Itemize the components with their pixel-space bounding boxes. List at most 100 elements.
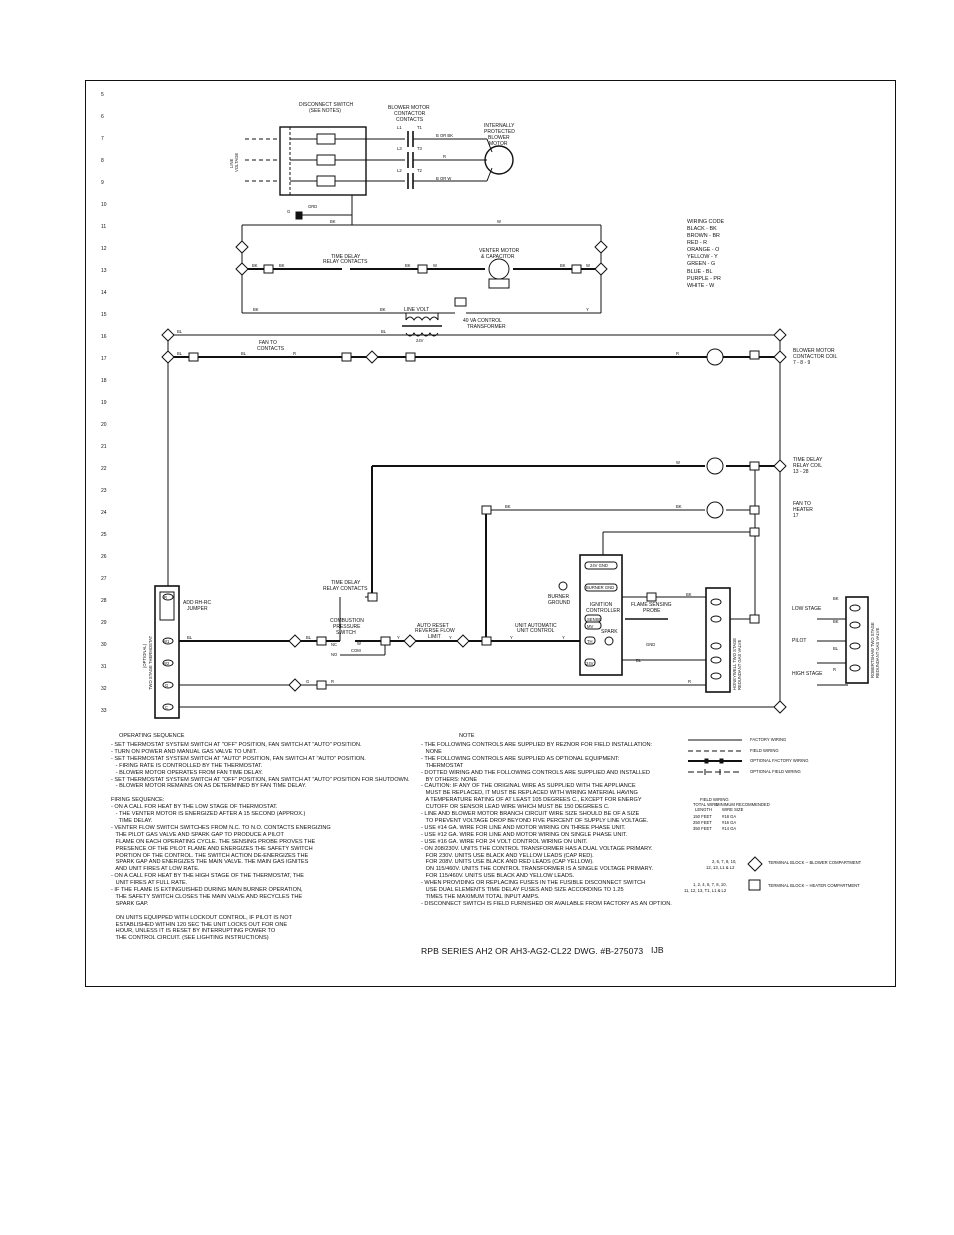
notes: - THE FOLLOWING CONTROLS ARE SUPPLIED BY… bbox=[421, 742, 672, 907]
drafter-initials: IJB bbox=[651, 945, 664, 955]
label-w: W bbox=[676, 460, 680, 465]
label-bk: BK bbox=[405, 263, 411, 268]
label-b-or-w: B OR W bbox=[436, 176, 451, 181]
terminal-diamonds-top bbox=[235, 240, 608, 276]
label-bk: BK bbox=[380, 307, 386, 312]
label-bl: BL bbox=[177, 351, 183, 356]
legend-text: 350 FEET bbox=[693, 826, 712, 831]
label-internally-protected3: BLOWER bbox=[488, 135, 510, 141]
legend-text: MINIMUM RECOMMENDED bbox=[716, 802, 770, 807]
label-bk: BK bbox=[560, 263, 566, 268]
label-transformer2: TRANSFORMER bbox=[467, 324, 506, 330]
label-nc: NC bbox=[331, 642, 337, 647]
label-term-th: TH bbox=[587, 639, 593, 644]
wiring-code-item: BLUE - BL bbox=[687, 268, 713, 275]
label-time-delay-relay-coil: TIME DELAY bbox=[793, 457, 823, 463]
label-venter-motor: VENTER MOTOR bbox=[479, 248, 520, 254]
label-combustion-pressure-switch2: PRESSURE bbox=[333, 624, 361, 630]
label-low-stage: LOW STAGE bbox=[792, 606, 822, 612]
label-time-delay-relay-contacts2: RELAY CONTACTS bbox=[323, 586, 368, 592]
legend-lines bbox=[688, 739, 763, 891]
label-fan-to-heater2: HEATER bbox=[793, 507, 813, 513]
label-auto-reset2: REVERSE FLOW bbox=[415, 628, 455, 634]
line-volt-circuit bbox=[241, 224, 602, 337]
drawing-border bbox=[85, 80, 896, 987]
label-t1: T1 bbox=[417, 125, 423, 130]
honeywell-valve-label: HONEYWELL TWO STAGE bbox=[732, 638, 737, 690]
label-blower-motor-coil2: CONTACTOR COIL bbox=[793, 354, 837, 360]
legend-text: 250 FEET bbox=[693, 820, 712, 825]
line-number: 9 bbox=[101, 180, 104, 186]
label-r: R bbox=[688, 679, 691, 684]
wiring-code-item: BROWN - BR bbox=[687, 233, 720, 240]
line-voltage-label: VOLTAGE bbox=[234, 153, 239, 172]
thermostat bbox=[154, 585, 180, 719]
label-blower-motor-coil3: 7 - 8 - 9 bbox=[793, 360, 810, 366]
line-number: 27 bbox=[101, 576, 107, 582]
label-line-volt: LINE VOLT bbox=[404, 307, 429, 313]
wiring-code-item: RED - R bbox=[687, 240, 708, 247]
label-combustion-pressure-switch: COMBUSTION bbox=[330, 618, 364, 624]
label-fan-to-heater3: 17 bbox=[793, 513, 799, 519]
label-grd: GRD bbox=[308, 204, 317, 209]
line-number: 18 bbox=[101, 378, 107, 384]
robertshaw-valve-label: REDUNDANT GAS VALVE bbox=[875, 628, 880, 678]
label-flame-sensing: FLAME SENSING bbox=[631, 602, 672, 608]
line-number: 17 bbox=[101, 356, 107, 362]
label-term-24v: 24V bbox=[586, 661, 594, 666]
label-term-24v-gnd: 24V GND bbox=[590, 563, 608, 568]
line-number: 10 bbox=[101, 202, 107, 208]
label-g: G bbox=[287, 209, 290, 214]
line-number: 23 bbox=[101, 488, 107, 494]
label-bk: BK bbox=[330, 219, 336, 224]
label-y: Y bbox=[510, 635, 513, 640]
label-venter-motor2: & CAPACITOR bbox=[481, 254, 515, 260]
label-bl: BL bbox=[381, 329, 387, 334]
honeywell-valve-label: REDUNDANT GAS VALVE bbox=[737, 640, 742, 690]
label-l1: L1 bbox=[397, 125, 402, 130]
line-number: 5 bbox=[101, 92, 104, 98]
label-w: W bbox=[357, 641, 361, 646]
label-v24: 24V bbox=[416, 338, 424, 343]
legend-text: WIRE SIZE bbox=[722, 807, 744, 812]
line-number-column: 5678910111213141516171819202122232425262… bbox=[101, 92, 107, 714]
label-term-g: G bbox=[165, 683, 168, 688]
label-l2: L2 bbox=[397, 168, 402, 173]
legend-text: 12, 13, L1 & L2 bbox=[706, 865, 735, 870]
label-spark: SPARK bbox=[601, 629, 618, 635]
label-term-burner: BURNER GND bbox=[586, 585, 614, 590]
thermostat-label: (OPTIONAL) bbox=[142, 643, 147, 668]
label-unit-auto-control2: UNIT CONTROL bbox=[517, 628, 555, 634]
line-number: 7 bbox=[101, 136, 104, 142]
label-combustion-pressure-switch3: SWITCH bbox=[336, 630, 356, 636]
diagram-labels: DISCONNECT SWITCH(SEE NOTES)BLOWER MOTOR… bbox=[142, 102, 880, 893]
label-bk: BK bbox=[279, 263, 285, 268]
label-w: W bbox=[497, 219, 501, 224]
label-w: W bbox=[586, 263, 590, 268]
label-flame-sensing2: PROBE bbox=[643, 608, 661, 614]
line-voltage-label: LINE bbox=[229, 158, 234, 168]
label-b-or-bk: B OR BK bbox=[436, 133, 453, 138]
label-bk: BK bbox=[505, 504, 511, 509]
label-term-r: R bbox=[164, 595, 167, 600]
label-see-notes: (SEE NOTES) bbox=[309, 108, 341, 114]
label-auto-reset3: LIMIT bbox=[428, 634, 441, 640]
label-blower-contactor: BLOWER MOTOR bbox=[388, 105, 430, 111]
legend-text: OPTIONAL FIELD WIRING bbox=[750, 769, 801, 774]
line-number: 14 bbox=[101, 290, 107, 296]
label-bk: BK bbox=[253, 307, 259, 312]
label-time-delay-relay-coil2: RELAY COIL bbox=[793, 463, 822, 469]
line-number: 25 bbox=[101, 532, 107, 538]
line-number: 28 bbox=[101, 598, 107, 604]
thermostat-label: TWO STAGE THERMOSTAT bbox=[148, 635, 153, 690]
label-bk: BK bbox=[833, 596, 839, 601]
line-number: 30 bbox=[101, 642, 107, 648]
label-bl: BL bbox=[306, 635, 312, 640]
control-circuit bbox=[167, 334, 848, 708]
label-time-delay-relay-coil3: 13 - 28 bbox=[793, 469, 809, 475]
line-number: 20 bbox=[101, 422, 107, 428]
label-bl: BL bbox=[241, 351, 247, 356]
legend-text: OPTIONAL FACTORY WIRING bbox=[750, 758, 808, 763]
